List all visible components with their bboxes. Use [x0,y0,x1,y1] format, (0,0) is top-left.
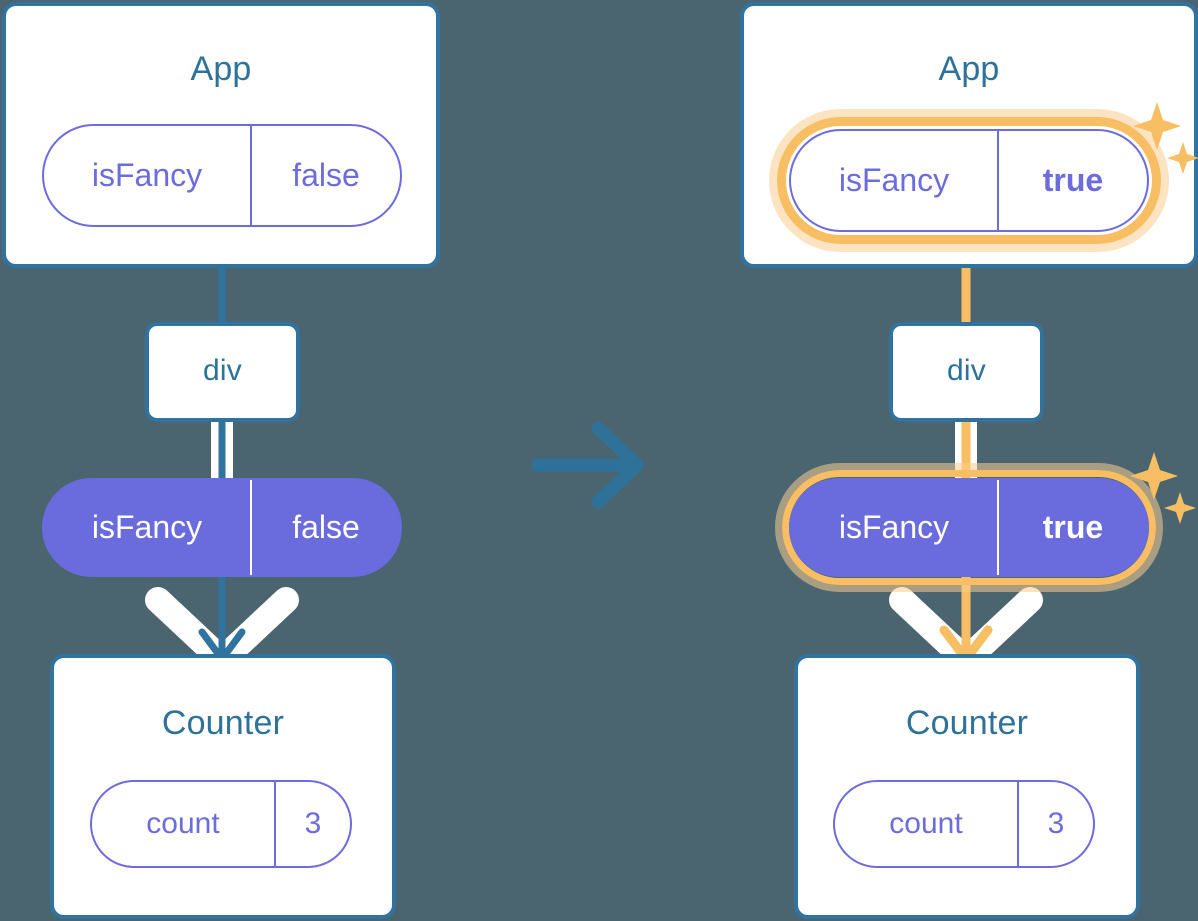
app-state-value: false [250,126,400,225]
counter-state-pill[interactable]: count 3 [90,780,352,868]
app-state-pill[interactable]: isFancy true [789,129,1149,232]
panel-after: App isFancy true div isFancy true [740,0,1198,921]
counter-state-key: count [889,807,963,840]
counter-title: Counter [161,704,285,742]
prop-pill-key: isFancy [91,509,203,545]
app-title: App [190,50,252,88]
counter-title: Counter [905,704,1029,742]
app-state-key: isFancy [91,157,203,193]
div-title: div [947,354,986,387]
counter-state-pill[interactable]: count 3 [833,780,1095,868]
div-box: div [889,322,1044,422]
div-title: div [203,354,242,387]
prop-pill-key: isFancy [838,509,950,545]
panel-before: App isFancy false div isFancy false Coun… [0,0,440,921]
prop-pill-value: false [250,480,400,575]
counter-state-value: 3 [1017,782,1093,866]
prop-pill[interactable]: isFancy true [789,478,1149,577]
counter-state-key: count [146,807,220,840]
prop-pill-value: true [997,480,1147,575]
prop-pill[interactable]: isFancy false [42,478,402,577]
div-box: div [145,322,300,422]
app-state-value: true [997,131,1147,230]
app-state-pill[interactable]: isFancy false [42,124,402,227]
app-title: App [938,50,1000,88]
arrow-right-icon [531,421,644,509]
app-state-key: isFancy [838,162,950,198]
counter-state-value: 3 [274,782,350,866]
transition-arrow [520,410,670,520]
